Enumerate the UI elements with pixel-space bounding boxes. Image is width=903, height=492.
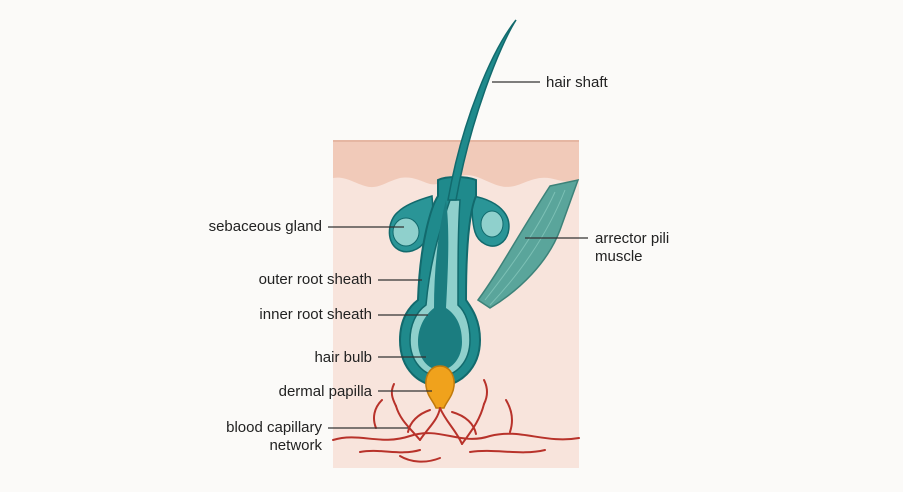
label-inner-root-sheath: inner root sheath <box>259 306 372 323</box>
label-hair-bulb: hair bulb <box>314 349 372 366</box>
hair-bulb <box>418 200 462 370</box>
muscle-fiber <box>489 189 566 306</box>
label-blood-capillary-line2: network <box>269 437 322 454</box>
label-dermal-papilla: dermal papilla <box>278 383 372 400</box>
label-hair-shaft: hair shaft <box>546 74 608 91</box>
leader-lines <box>328 81 588 429</box>
label-arrector-pili-line1: arrector pili <box>595 230 670 247</box>
blood-capillary-network <box>332 379 580 463</box>
label-sebaceous-gland: sebaceous gland <box>208 218 322 235</box>
label-arrector-pili-line2: muscle <box>595 248 643 265</box>
sebaceous-lobule <box>480 210 504 238</box>
label-outer-root-sheath: outer root sheath <box>258 271 372 288</box>
hair-shaft <box>447 19 517 201</box>
label-blood-capillary-line1: blood capillary <box>226 419 322 436</box>
sebaceous-lobule <box>392 217 420 247</box>
muscle-fiber <box>484 191 556 301</box>
